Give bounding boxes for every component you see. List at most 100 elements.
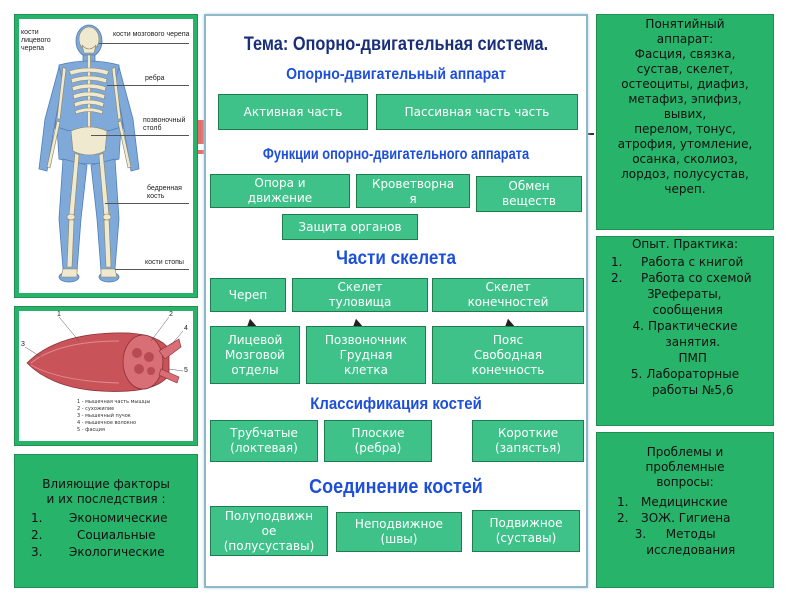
muscle-number-4: 4 [184,325,188,332]
mobile-box: Подвижное (суставы) [472,510,580,552]
skull-sections-box: Лицевой Мозговой отделы [210,326,300,384]
factor-label: Экологические [69,545,165,559]
problem-number: 1. [617,495,629,509]
semi-mobile-label: Полуподвижн ое (полусуставы) [223,508,315,553]
practice-panel: Опыт. Практика: 1. Работа с книгой 2. Рабо… [596,236,774,426]
limb-sections-label: Пояс Свободная конечность [471,332,545,377]
factor-number: 3. [31,545,43,559]
problem-item: 3.Методы исследования [601,526,769,558]
trunk-sections-label: Позвоночник Грудная клетка [324,332,408,377]
practice-number: 3. [647,287,659,301]
organ-protection-label: Защита органов [298,219,402,234]
concepts-panel: Понятийный аппарат: Фасция, связка, суст… [596,14,774,230]
short-bones-label: Короткие (запястья) [494,426,562,455]
limb-skeleton-label: Скелет конечностей [467,280,549,309]
practice-item: 3.Рефераты, сообщения [601,286,769,318]
skull-sections-label: Лицевой Мозговой отделы [225,332,285,377]
immobile-label: Неподвижное (швы) [354,517,444,546]
factor-number: 1. [31,511,43,525]
skeleton-figure [38,24,140,283]
support-movement-label: Опора и движение [247,176,313,205]
trunk-sections-box: Позвоночник Грудная клетка [306,326,426,384]
factor-number: 2. [31,528,43,542]
apparatus-title: Опорно-двигательный аппарат [286,66,506,83]
factor-label: Экономические [69,511,168,525]
label-brain-skull: кости мозгового черепа [113,31,190,38]
practice-label: Работа с книгой [641,255,744,269]
practice-number: 5. [630,367,643,381]
practice-label: Практические занятия. ПМП [647,319,738,365]
skull-box: Череп [210,278,286,312]
leader-femur [105,203,189,204]
muscle-number-3: 3 [21,341,25,348]
practice-title: Опыт. Практика: [631,237,739,251]
practice-label: Работа со схемой [641,271,752,285]
short-bones-box: Короткие (запястья) [472,420,584,462]
practice-item: 4.Практические занятия. ПМП [601,318,769,366]
muscle-figure [24,316,184,392]
metabolism-box: Обмен веществ [476,176,582,212]
muscle-legend-item: 4 - мышечное волокно [77,420,137,426]
factor-item: 1. Экономические [21,510,191,527]
joints-title: Соединение костей [309,476,483,498]
passive-part-box: Пассивная часть часть [376,94,578,130]
active-part-label: Активная часть [243,104,343,119]
trunk-skeleton-box: Скелет туловища [292,278,428,312]
muscle-legend-item: 5 - фасция [77,427,105,433]
topic-title: Тема: Опорно-двигательная система. [243,34,549,55]
practice-label: Лабораторные работы №5,6 [646,367,740,397]
concepts-text: Фасция, связка, сустав, скелет, остеоцит… [617,47,753,196]
practice-list: 1. Работа с книгой 2. Работа со схемой 3.Р… [601,254,769,398]
problems-list: 1.Медицинские 2. ЗОЖ. Гигиена 3.Методы ис… [601,494,769,558]
practice-number: 4. [632,319,644,333]
label-facial-skull: кости лицевого черепа [21,29,51,52]
label-femur: бедренная кость [147,185,182,200]
practice-item: 2. Работа со схемой [601,270,769,286]
classification-title: Классификация костей [310,394,482,413]
factors-panel: Влияющие факторы и их последствия : 1.Эк… [14,454,198,588]
hematopoiesis-box: Кроветворна я [356,174,470,208]
leader-foot [115,269,189,270]
limb-skeleton-box: Скелет конечностей [432,278,584,312]
semi-mobile-box: Полуподвижн ое (полусуставы) [210,506,328,556]
factors-list: 1. Экономические 2. Социальные 3. Экологиче… [21,510,191,561]
problem-label: Методы исследования [646,527,736,557]
immobile-box: Неподвижное (швы) [336,512,462,552]
muscle-legend-item: 3 - мышечный пучок [77,413,131,419]
problem-item: 1.Медицинские [601,494,769,510]
practice-label: Рефераты, сообщения [652,287,723,317]
label-spine: позвоночный столб [143,117,186,132]
skull-label: Череп [228,287,268,302]
center-panel: Тема: Опорно-двигательная система. Опорн… [204,14,588,588]
leader-brain-skull [99,43,189,44]
muscle-legend-item: 2 - сухожилие [77,406,115,412]
leader-spine [91,135,189,136]
muscle-legend-item: 1 - мышечная часть мышцы [77,399,151,405]
muscle-legend: 1 - мышечная часть мышцы 2 - сухожилие 3… [77,399,150,434]
skeleton-parts-title: Части скелета [335,248,457,269]
trunk-skeleton-label: Скелет туловища [328,280,392,309]
problem-number: 2. [617,511,629,525]
mobile-label: Подвижное (суставы) [489,516,563,545]
factor-item: 2. Социальные [21,527,191,544]
concepts-title: Понятийный аппарат: [645,17,725,46]
problem-item: 2. ЗОЖ. Гигиена [601,510,769,526]
tubular-bones-box: Трубчатые (локтевая) [210,420,318,462]
factor-label: Социальные [77,528,156,542]
problem-label: ЗОЖ. Гигиена [641,511,731,525]
factor-item: 3. Экологические [21,544,191,561]
muscle-image: 1 2 3 4 5 1 - мышечная часть мышцы 2 - с… [19,311,193,441]
practice-item: 1. Работа с книгой [601,254,769,270]
label-ribs: ребра [145,75,165,82]
muscle-panel: 1 2 3 4 5 1 - мышечная часть мышцы 2 - с… [14,306,198,446]
decor-dash [588,133,594,135]
functions-title: Функции опорно-двигательного аппарата [262,146,530,163]
practice-number: 1. [611,255,623,269]
passive-part-label: Пассивная часть часть [404,104,550,119]
limb-sections-box: Пояс Свободная конечность [432,326,584,384]
leader-ribs [107,85,189,86]
decor-bar-left-lower [198,150,204,154]
muscle-number-1: 1 [57,311,61,318]
practice-number: 2. [611,271,623,285]
hematopoiesis-label: Кроветворна я [371,177,455,206]
